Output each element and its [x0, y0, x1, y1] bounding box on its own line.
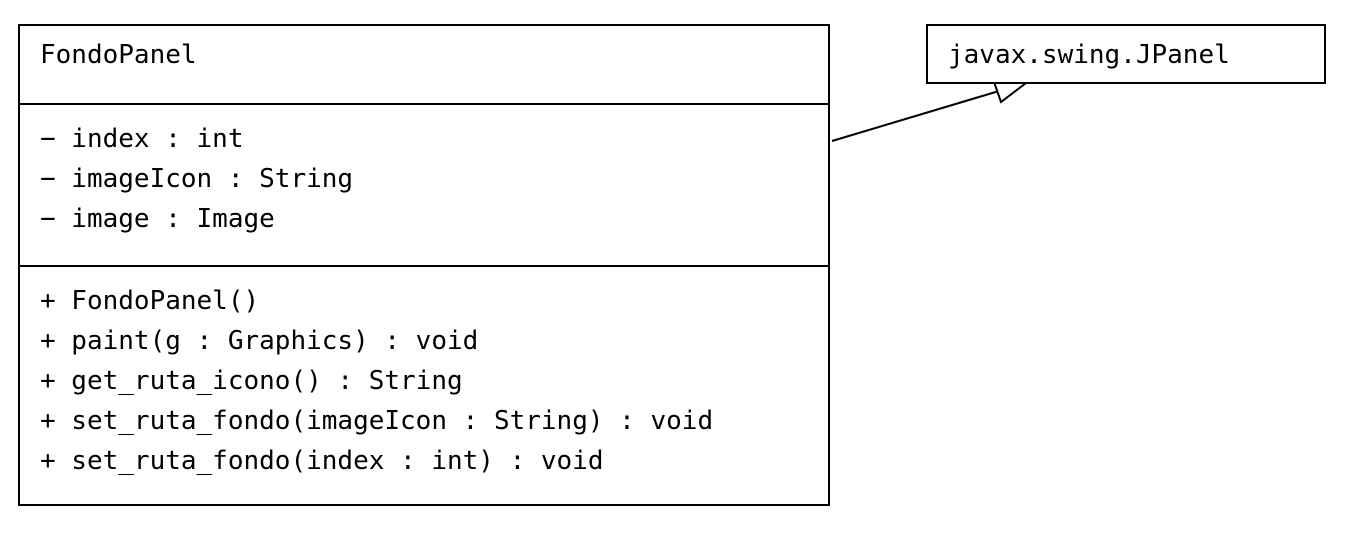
operations-compartment: + FondoPanel() + paint(g : Graphics) : v… — [20, 267, 828, 504]
operation-set-ruta-fondo-string: + set_ruta_fondo(imageIcon : String) : v… — [40, 406, 714, 436]
generalization-line — [831, 90, 1000, 142]
operation-paint: + paint(g : Graphics) : void — [40, 326, 479, 356]
class-jpanel[interactable]: javax.swing.JPanel — [926, 24, 1326, 84]
attribute-imageicon: − imageIcon : String — [40, 164, 354, 194]
attributes-compartment: − index : int − imageIcon : String − ima… — [20, 105, 828, 267]
attribute-index: − index : int — [40, 124, 244, 154]
operation-constructor: + FondoPanel() — [40, 286, 260, 316]
parent-class-name: javax.swing.JPanel — [948, 40, 1230, 70]
class-name-compartment: FondoPanel — [20, 26, 828, 105]
class-fondopanel[interactable]: FondoPanel − index : int − imageIcon : S… — [18, 24, 830, 506]
class-name: FondoPanel — [40, 40, 197, 70]
operation-get-ruta-icono: + get_ruta_icono() : String — [40, 366, 463, 396]
operation-set-ruta-fondo-int: + set_ruta_fondo(index : int) : void — [40, 446, 604, 476]
attribute-image: − image : Image — [40, 204, 275, 234]
